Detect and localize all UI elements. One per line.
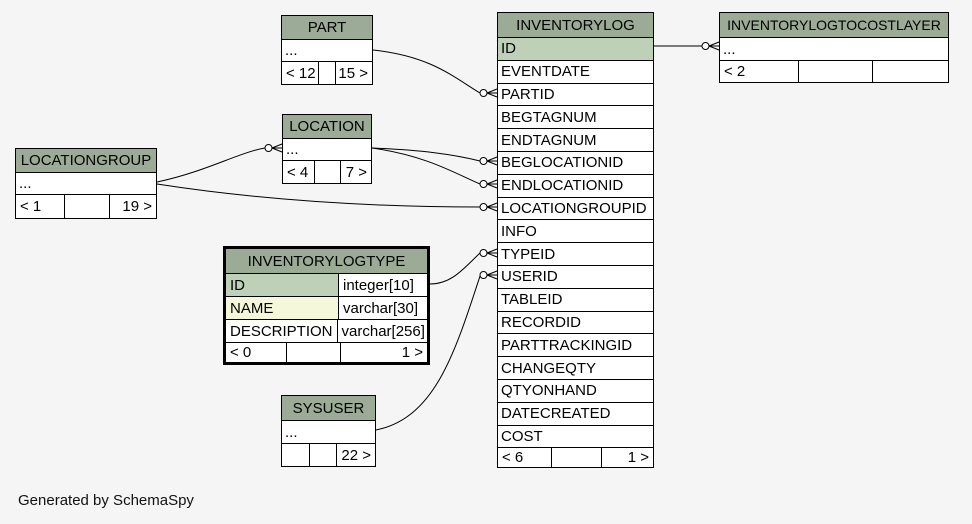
relationship-locationgroup-locationgroupid [156,183,498,212]
row-parttrackingid: PARTTRACKINGID [498,333,653,356]
column-type-id: integer[10] [338,274,427,296]
table-locationgroup[interactable]: LOCATIONGROUP ... < 1 19 > [15,148,157,219]
table-inventorylogtype[interactable]: INVENTORYLOGTYPE ID integer[10] NAME var… [223,246,430,365]
table-location-title: LOCATION [283,115,371,138]
column-type-description: varchar[256] [336,320,429,342]
row-info: INFO [498,219,653,242]
children-count: < 4 [287,163,309,181]
footer-spacer [313,161,342,183]
table-sysuser-title: SYSUSER [282,396,375,420]
parents-count: 22 > [341,446,371,464]
table-part-columns-ellipsis: ... [282,39,372,61]
relationship-inventorylog-costlayer [654,41,720,51]
generator-note: Generated by SchemaSpy [18,492,194,509]
relationship-location-beglocationid [371,147,498,166]
column-row-description: DESCRIPTION varchar[256] [226,319,427,342]
row-recordid: RECORDID [498,310,653,334]
row-partid: PARTID [498,82,653,106]
table-part-title: PART [282,16,372,39]
table-inventorylogtype-footer: < 0 1 > [226,342,427,362]
parents-count: 19 > [122,198,152,215]
table-inventorylog-footer: < 6 1 > [498,447,653,468]
column-name-description: DESCRIPTION [230,322,333,340]
row-eventdate: EVENTDATE [498,59,653,83]
table-sysuser[interactable]: SYSUSER ... 22 > [281,395,376,467]
children-count: < 6 [502,449,524,467]
parents-count: 1 > [401,344,423,361]
parents-count: 1 > [627,449,649,467]
table-inventorylog-title: INVENTORYLOG [498,13,653,37]
footer-spacer [318,62,336,84]
children-count: < 2 [724,63,746,80]
table-inventorylogtocostlayer-columns-ellipsis: ... [720,37,948,60]
parents-count: 7 > [345,163,367,181]
row-id: ID [498,37,653,60]
table-inventorylogtocostlayer-title: INVENTORYLOGTOCOSTLAYER [720,13,948,37]
relationship-part-partid [372,49,498,98]
table-location[interactable]: LOCATION ... < 4 7 > [282,114,372,184]
children-count: < 12 [286,64,316,82]
relationship-location-endlocationid [371,147,498,189]
table-inventorylogtocostlayer[interactable]: INVENTORYLOGTOCOSTLAYER ... < 2 [719,12,949,83]
table-part[interactable]: PART ... < 12 15 > [281,15,373,85]
row-typeid: TYPEID [498,242,653,265]
table-locationgroup-columns-ellipsis: ... [16,172,156,194]
table-sysuser-footer: 22 > [282,443,375,466]
column-type-name: varchar[30] [338,297,427,319]
relationship-inventorylogtype-typeid [429,248,498,285]
footer-spacer [286,343,341,362]
parents-count: 15 > [338,64,368,82]
row-beglocationid: BEGLOCATIONID [498,150,653,174]
footer-spacer [550,448,602,468]
footer-spacer [63,195,110,218]
table-locationgroup-title: LOCATIONGROUP [16,149,156,172]
row-locationgroupid: LOCATIONGROUPID [498,196,653,220]
column-row-id: ID integer[10] [226,273,427,296]
row-endtagnum: ENDTAGNUM [498,128,653,151]
row-changeqty: CHANGEQTY [498,356,653,379]
children-count: < 1 [20,198,42,215]
footer-spacer [797,61,873,82]
row-userid: USERID [498,264,653,288]
table-locationgroup-footer: < 1 19 > [16,194,156,218]
footer-spacer [308,444,337,466]
table-inventorylogtocostlayer-footer: < 2 [720,60,948,82]
relationship-locationgroup-location [156,143,283,183]
table-location-columns-ellipsis: ... [283,138,371,160]
table-part-footer: < 12 15 > [282,61,372,84]
parents-count [873,61,948,82]
row-tableid: TABLEID [498,287,653,311]
row-cost: COST [498,424,653,448]
row-begtagnum: BEGTAGNUM [498,105,653,128]
row-qtyonhand: QTYONHAND [498,378,653,402]
children-count [282,444,309,466]
column-name-id: ID [226,274,338,296]
row-datecreated: DATECREATED [498,401,653,425]
column-row-name: NAME varchar[30] [226,296,427,319]
table-sysuser-columns-ellipsis: ... [282,420,375,443]
table-location-footer: < 4 7 > [283,160,371,183]
row-endlocationid: ENDLOCATIONID [498,173,653,197]
table-inventorylogtype-title: INVENTORYLOGTYPE [226,249,427,273]
column-name-name: NAME [226,297,338,319]
children-count: < 0 [230,344,252,361]
table-inventorylog[interactable]: INVENTORYLOG ID EVENTDATE PARTID BEGTAGN… [497,12,654,469]
